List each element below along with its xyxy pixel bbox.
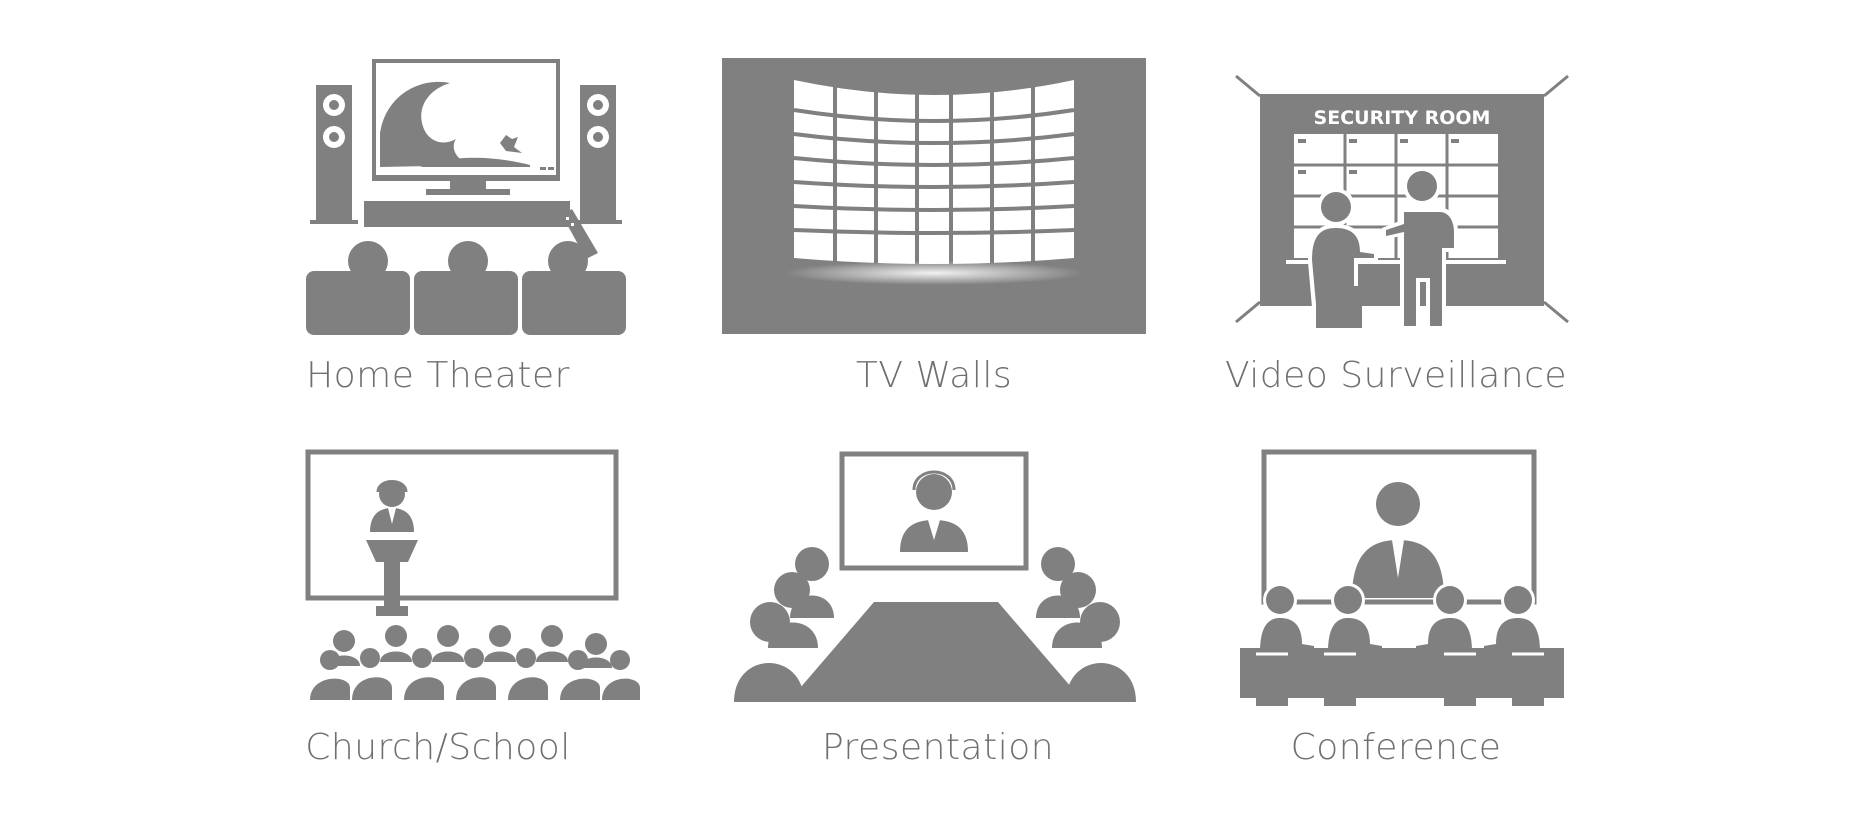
tv-wall-icon [722, 58, 1146, 334]
church-school-tile: Church/School [300, 448, 640, 778]
tv-walls-label: TV Walls [855, 355, 1013, 396]
video-surveillance-tile: SECURITY ROOM Video Surveillance [1225, 72, 1569, 396]
home-theater-icon [306, 59, 626, 335]
security-room-sign: SECURITY ROOM [1314, 107, 1491, 129]
church-school-label: Church/School [305, 727, 571, 768]
home-theater-label: Home Theater [306, 355, 570, 396]
conference-icon [1240, 449, 1564, 706]
presentation-icon [734, 451, 1136, 702]
church-school-icon [305, 449, 640, 700]
presentation-tile: Presentation [730, 450, 1140, 780]
presentation-label: Presentation [821, 727, 1055, 768]
home-theater-tile: Home Theater [300, 55, 640, 396]
conference-label: Conference [1290, 727, 1502, 768]
tv-walls-tile: TV Walls [722, 58, 1146, 396]
security-room-icon: SECURITY ROOM [1235, 74, 1569, 330]
conference-tile: Conference [1236, 448, 1568, 778]
video-surveillance-label: Video Surveillance [1224, 355, 1568, 396]
